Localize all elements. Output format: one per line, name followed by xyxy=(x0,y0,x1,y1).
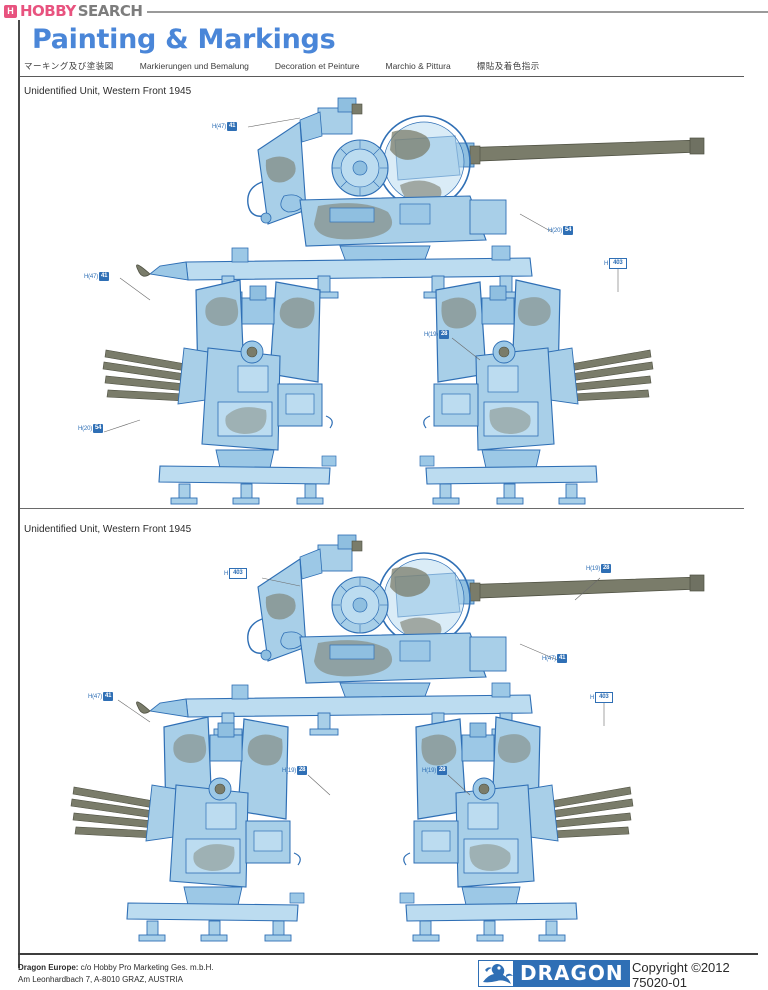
header-divider xyxy=(20,76,744,77)
callout-s2-5[interactable]: H 403 xyxy=(590,692,613,703)
copyright-line: Copyright ©2012 xyxy=(632,960,730,975)
scheme-2-caption: Unidentified Unit, Western Front 1945 xyxy=(24,524,192,535)
footer-address-block: Dragon Europe: c/o Hobby Pro Marketing G… xyxy=(18,962,214,986)
callout-number: 403 xyxy=(229,568,247,579)
callout-number: 41 xyxy=(103,692,114,701)
callout-code: H xyxy=(590,694,595,701)
callout-number: 28 xyxy=(601,564,612,573)
subtitle-ja: マーキング及び塗装図 xyxy=(24,62,114,72)
callout-s2-2[interactable]: H(19) 28 xyxy=(586,564,612,573)
callout-s1-1[interactable]: H(47) 41 xyxy=(212,122,238,131)
footer-address-line: Am Leonhardbach 7, A-8010 GRAZ, AUSTRIA xyxy=(18,975,183,984)
part-number: 75020-01 xyxy=(632,975,687,990)
watermark-rule xyxy=(146,11,768,13)
dragon-emblem-icon xyxy=(478,960,514,987)
hobby-search-watermark: H HOBBY SEARCH xyxy=(0,0,768,22)
subtitle-it: Marchio & Pittura xyxy=(385,61,451,71)
footer-company-rest: c/o Hobby Pro Marketing Ges. m.b.H. xyxy=(78,963,214,972)
callout-s2-3[interactable]: H(47) 41 xyxy=(542,654,568,663)
callout-s2-4[interactable]: H(47) 41 xyxy=(88,692,114,701)
callout-code: H(20) xyxy=(78,425,93,432)
callout-code: H(19) xyxy=(282,767,297,774)
callout-s1-5[interactable]: H(19) 28 xyxy=(424,330,450,339)
scheme-divider xyxy=(20,508,744,509)
callout-code: H xyxy=(604,260,609,267)
dragon-logo: DRAGON xyxy=(478,960,630,987)
copyright-block: Copyright ©2012 75020-01 xyxy=(632,960,730,990)
callout-number: 54 xyxy=(93,424,104,433)
scheme-1-caption: Unidentified Unit, Western Front 1945 xyxy=(24,86,192,97)
callout-code: H(19) xyxy=(586,565,601,572)
subtitle-language-row: マーキング及び塗装図 Markierungen und Bemalung Dec… xyxy=(24,60,724,72)
callout-code: H(47) xyxy=(542,655,557,662)
callout-s2-6[interactable]: H(19) 28 xyxy=(282,766,308,775)
subtitle-fr: Decoration et Peinture xyxy=(274,61,360,71)
callout-code: H(19) xyxy=(422,767,437,774)
callout-s1-6[interactable]: H(20) 54 xyxy=(78,424,104,433)
callout-s1-2[interactable]: H(20) 54 xyxy=(548,226,574,235)
callout-number: 28 xyxy=(297,766,308,775)
subtitle-de: Markierungen und Bemalung xyxy=(139,61,249,71)
watermark-search-text: SEARCH xyxy=(77,2,143,20)
callout-number: 28 xyxy=(439,330,450,339)
subtitle-zh: 標貼及着色指示 xyxy=(476,62,540,72)
callout-number: 41 xyxy=(99,272,110,281)
dragon-wordmark: DRAGON xyxy=(514,960,630,987)
callout-code: H(47) xyxy=(84,273,99,280)
callout-s1-3[interactable]: H(47) 41 xyxy=(84,272,110,281)
callout-number: 41 xyxy=(557,654,568,663)
callout-number: 54 xyxy=(563,226,574,235)
watermark-logo-glyph: H xyxy=(7,5,14,16)
callout-number: 403 xyxy=(609,258,627,269)
callout-code: H(47) xyxy=(88,693,103,700)
hobby-search-logo-icon: H xyxy=(4,4,17,18)
page-title: Painting & Markings xyxy=(32,24,336,55)
footer-divider xyxy=(18,953,758,955)
callout-code: H(20) xyxy=(548,227,563,234)
callout-s2-7[interactable]: H(19) 28 xyxy=(422,766,448,775)
callout-code: H xyxy=(224,570,229,577)
callout-code: H(47) xyxy=(212,123,227,130)
callout-number: 403 xyxy=(595,692,613,703)
watermark-hobby-text: HOBBY xyxy=(20,2,76,20)
callout-number: 41 xyxy=(227,122,238,131)
callout-number: 28 xyxy=(437,766,448,775)
footer-company-label: Dragon Europe: xyxy=(18,963,79,972)
callout-code: H(19) xyxy=(424,331,439,338)
callout-s1-4[interactable]: H 403 xyxy=(604,258,627,269)
instruction-sheet-frame xyxy=(18,20,758,968)
callout-s2-1[interactable]: H 403 xyxy=(224,568,247,579)
